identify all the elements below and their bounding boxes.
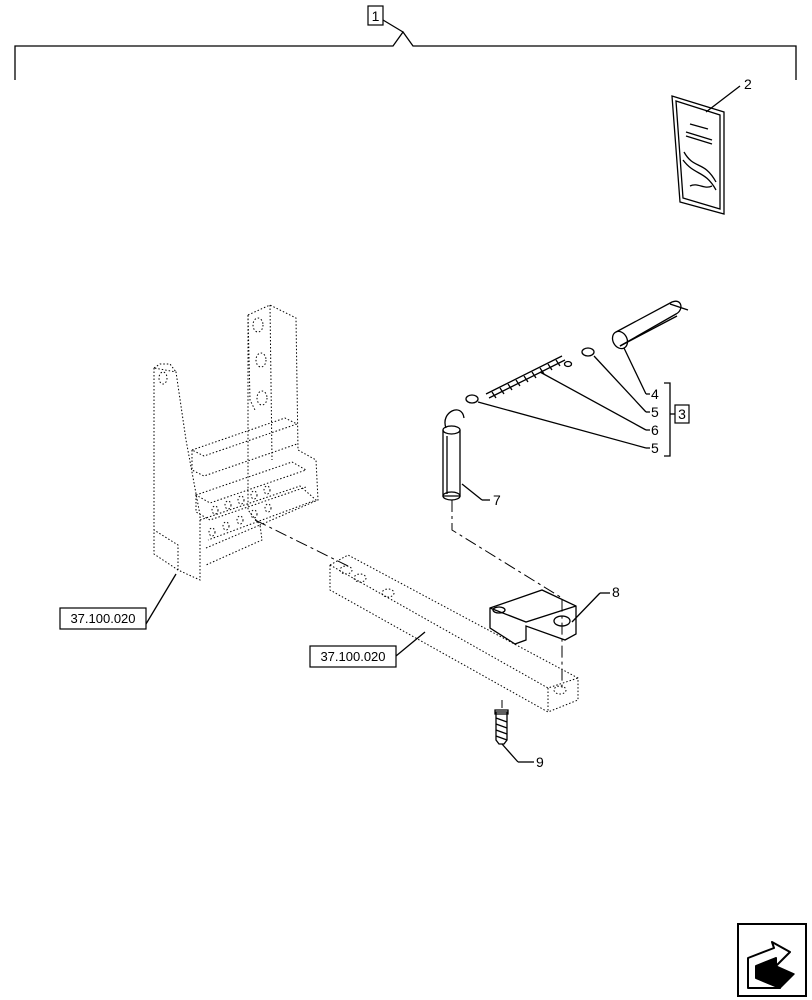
bolt bbox=[494, 709, 509, 745]
svg-text:37.100.020: 37.100.020 bbox=[70, 611, 135, 626]
assembly-centerlines bbox=[254, 500, 563, 708]
svg-text:5: 5 bbox=[651, 440, 659, 456]
clevis bbox=[489, 589, 577, 645]
kit-leaders bbox=[477, 347, 650, 449]
linch-pin bbox=[611, 300, 689, 350]
hitch-frame bbox=[153, 304, 319, 581]
drawbar-reference[interactable]: 37.100.020 bbox=[309, 631, 426, 668]
svg-text:2: 2 bbox=[744, 76, 752, 92]
frame-reference[interactable]: 37.100.020 bbox=[59, 573, 177, 630]
ring-upper bbox=[581, 347, 595, 357]
svg-text:5: 5 bbox=[651, 404, 659, 420]
callout-8[interactable]: 8 bbox=[571, 584, 620, 623]
svg-text:1: 1 bbox=[372, 8, 380, 24]
kit-bracket bbox=[664, 382, 675, 457]
svg-text:37.100.020: 37.100.020 bbox=[320, 649, 385, 664]
svg-text:9: 9 bbox=[536, 754, 544, 770]
chain bbox=[485, 355, 573, 399]
callout-5-upper[interactable]: 5 bbox=[651, 404, 659, 420]
svg-text:8: 8 bbox=[612, 584, 620, 600]
drawbar bbox=[329, 554, 579, 713]
svg-text:6: 6 bbox=[651, 422, 659, 438]
operator-manual-bag bbox=[671, 95, 725, 215]
callout-1[interactable]: 1 bbox=[367, 5, 404, 33]
callout-6[interactable]: 6 bbox=[651, 422, 659, 438]
hitch-pin bbox=[442, 409, 465, 501]
next-page-arrow-icon[interactable] bbox=[737, 923, 807, 997]
svg-text:4: 4 bbox=[651, 386, 659, 402]
svg-text:7: 7 bbox=[493, 492, 501, 508]
callout-5-lower[interactable]: 5 bbox=[651, 440, 659, 456]
callout-2[interactable]: 2 bbox=[705, 76, 752, 113]
callout-3[interactable]: 3 bbox=[674, 404, 690, 424]
ring-lower bbox=[465, 394, 479, 404]
callout-4[interactable]: 4 bbox=[651, 386, 659, 402]
assembly-bracket bbox=[14, 30, 797, 80]
callout-9[interactable]: 9 bbox=[501, 743, 544, 770]
svg-text:3: 3 bbox=[678, 406, 686, 422]
callout-7[interactable]: 7 bbox=[461, 483, 501, 508]
